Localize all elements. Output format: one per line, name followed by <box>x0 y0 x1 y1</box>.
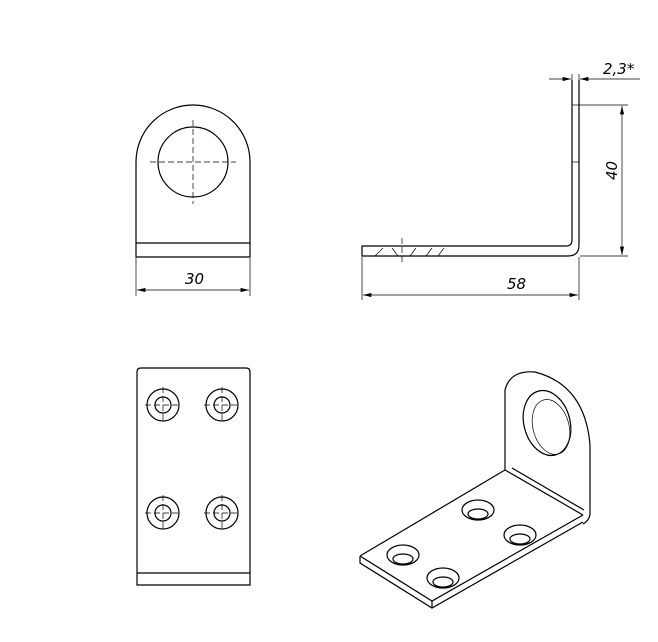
length-dimension: 58 <box>507 275 526 293</box>
iso-hole <box>503 524 537 546</box>
thickness-dimension: 2,3* <box>603 60 635 78</box>
countersunk-hole <box>204 387 240 423</box>
front-view: 30 <box>135 104 251 296</box>
iso-hole <box>426 567 460 589</box>
countersunk-hole <box>145 495 181 531</box>
iso-hole <box>461 499 495 521</box>
countersunk-hole <box>145 387 181 423</box>
width-dimension: 30 <box>185 270 204 288</box>
bottom-view <box>136 367 251 586</box>
height-dimension: 40 <box>603 161 621 180</box>
countersunk-hole <box>204 495 240 531</box>
isometric-view <box>359 371 591 609</box>
iso-hole <box>386 544 420 566</box>
side-view: 2,3* 40 58 <box>361 60 640 300</box>
iso-mounting-hole <box>522 389 572 457</box>
